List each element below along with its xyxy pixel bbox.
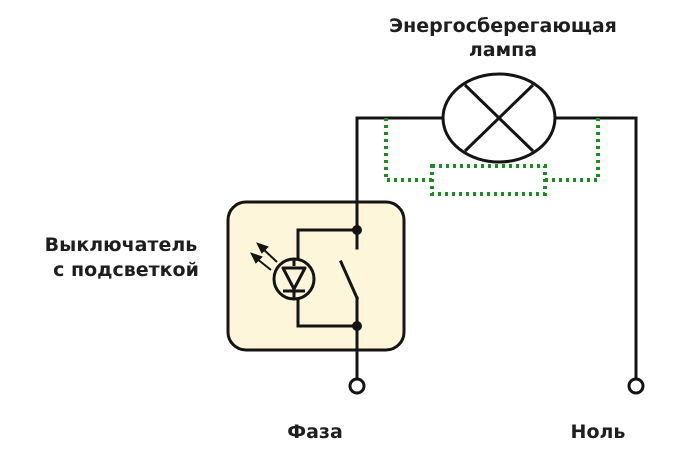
led-indicator: [250, 242, 316, 301]
bypass-wire-left: [384, 118, 432, 182]
phase-wire-top: [355, 116, 446, 232]
resistor-icon: [430, 164, 547, 196]
phase-terminal: [348, 377, 366, 395]
led-branch-bottom: [296, 296, 359, 328]
led-branch-top: [296, 228, 359, 262]
light-rays-icon: [250, 242, 278, 271]
neutral-terminal: [627, 377, 645, 395]
switch-node-top: [352, 225, 362, 235]
lamp-label-line2: лампа: [469, 39, 537, 61]
main-wiring: [296, 116, 638, 380]
switch-contact: [339, 260, 359, 300]
phase-label: Фаза: [287, 421, 343, 443]
neutral-wire: [553, 116, 638, 380]
resistor-bypass: [384, 118, 600, 196]
switch-label-line1: Выключатель: [45, 234, 198, 256]
switch-node-bottom: [352, 321, 362, 331]
neutral-label: Ноль: [571, 421, 626, 443]
switch-housing: [226, 200, 406, 352]
diode-icon: [281, 266, 307, 291]
lamp: [441, 72, 557, 164]
lamp-label-line1: Энергосберегающая: [389, 15, 617, 37]
switch-label-line2: с подсветкой: [53, 259, 199, 281]
